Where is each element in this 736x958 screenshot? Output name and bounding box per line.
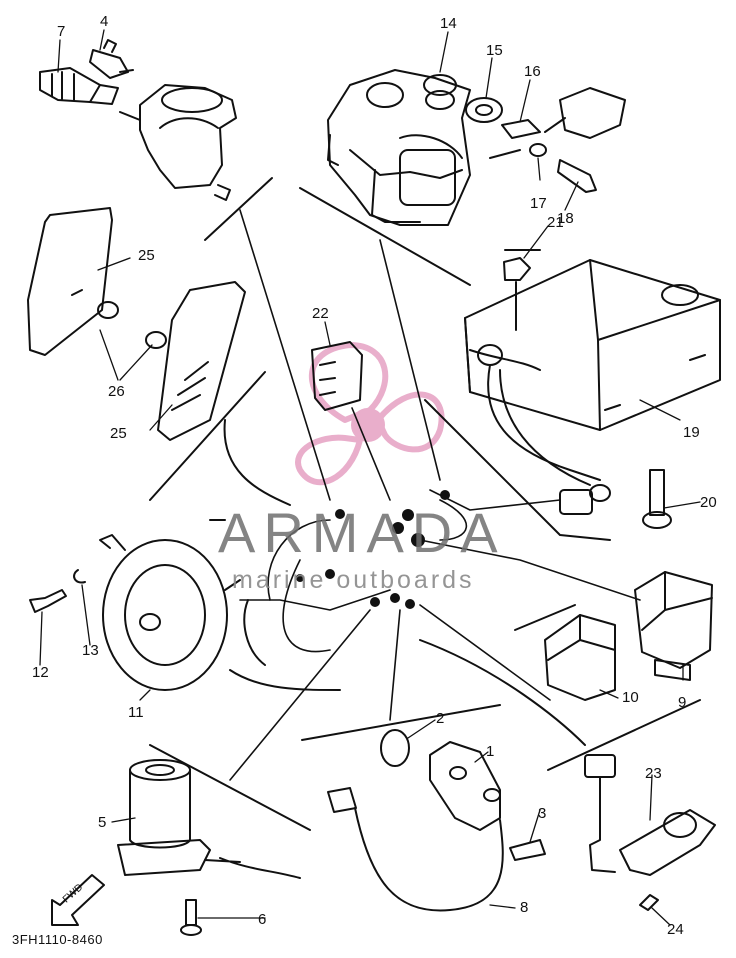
grommet-15	[465, 97, 503, 123]
callout-19: 19	[683, 424, 700, 441]
callout-21: 21	[547, 214, 564, 231]
wiring-harness	[229, 209, 641, 781]
callout-15: 15	[486, 42, 503, 59]
callout-10: 10	[622, 689, 639, 706]
callout-3: 3	[538, 805, 547, 822]
o-ring-2	[380, 729, 410, 767]
watermark-brand: ARMADA	[218, 501, 506, 564]
switch-23	[584, 754, 716, 876]
relay-mount-assembly	[327, 69, 471, 226]
callout-8: 8	[520, 899, 529, 916]
callout-16: 16	[524, 63, 541, 80]
relay-10	[544, 614, 616, 701]
callout-13: 13	[82, 642, 99, 659]
callout-22: 22	[312, 305, 329, 322]
bolt-20	[642, 469, 672, 529]
nut-21	[503, 257, 531, 331]
callout-20: 20	[700, 494, 717, 511]
callout-23: 23	[645, 765, 662, 782]
nut-26	[97, 301, 167, 349]
washer-17	[529, 143, 547, 157]
ignition-coil-cap	[119, 84, 237, 201]
callout-24: 24	[667, 921, 684, 938]
callout-14: 14	[440, 15, 457, 32]
washer-13	[73, 569, 86, 584]
reflector-upper	[27, 207, 113, 356]
motor-5	[117, 759, 301, 879]
leader-lines	[39, 29, 701, 926]
callout-4: 4	[100, 13, 109, 30]
screw-3	[509, 839, 546, 861]
bolt-18	[557, 159, 597, 193]
spark-plug	[89, 39, 134, 79]
fwd-arrow	[51, 874, 105, 926]
reflector-lower	[157, 281, 246, 441]
callout-11: 11	[128, 704, 144, 721]
rectifier-9	[634, 571, 713, 681]
relay-14-connector	[544, 87, 626, 139]
connector-22	[311, 341, 363, 411]
harness-nodes	[296, 490, 450, 609]
callout-12: 12	[32, 664, 49, 681]
callout-25-lower: 25	[110, 425, 127, 442]
harness-connector-19	[559, 484, 611, 515]
horn-11	[99, 534, 241, 691]
callout-7: 7	[57, 23, 66, 40]
callout-9: 9	[678, 694, 687, 711]
cdi-unit	[464, 259, 721, 486]
callout-2: 2	[436, 710, 445, 727]
callout-18: 18	[557, 210, 574, 227]
collar-16	[489, 119, 541, 159]
callout-1: 1	[486, 743, 495, 760]
callout-5: 5	[98, 814, 107, 831]
callout-6: 6	[258, 911, 267, 928]
callout-26: 26	[108, 383, 125, 400]
screw-24	[639, 894, 659, 911]
sensor-1	[429, 741, 501, 831]
drawing-code: 3FH1110-8460	[12, 932, 103, 947]
callout-17: 17	[530, 195, 547, 212]
watermark-logo	[295, 342, 445, 486]
bolt-6	[180, 899, 202, 936]
callout-25-upper: 25	[138, 247, 155, 264]
watermark-tagline: marine outboards	[232, 566, 475, 594]
bolt-12	[29, 589, 67, 613]
group-brackets	[149, 177, 701, 831]
spark-plug-cap	[39, 67, 119, 105]
lead-8	[327, 787, 504, 912]
